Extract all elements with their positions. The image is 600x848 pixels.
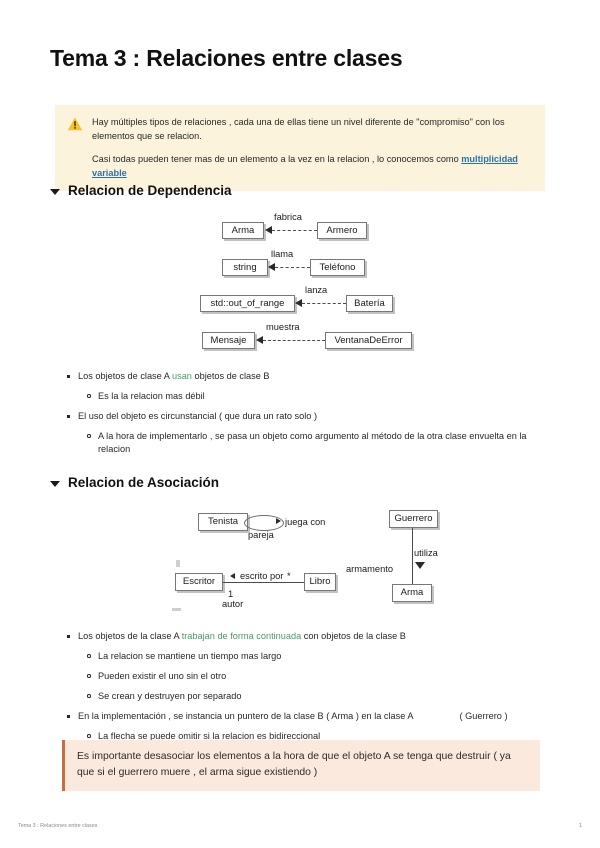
warning-callout-line2: Casi todas pueden tener mas de un elemen… xyxy=(92,152,533,180)
dependency-line-1 xyxy=(272,230,317,231)
association-arrowhead-down xyxy=(415,562,425,569)
association-label-pareja: pareja xyxy=(248,530,274,540)
dependency-line-2 xyxy=(275,267,310,268)
uml-box-armero: Armero xyxy=(317,222,367,239)
uml-box-string: string xyxy=(222,259,268,276)
list-item: Se crean y destruyen por separado xyxy=(62,690,532,703)
list-item: En la implementación , se instancia un p… xyxy=(62,710,532,723)
association-multiplicity-star: * xyxy=(287,571,291,581)
dependency-arrowhead-4 xyxy=(256,336,263,344)
uml-box-guerrero: Guerrero xyxy=(389,510,438,528)
asociacion-bullet-list: Los objetos de la clase A trabajan de fo… xyxy=(62,630,532,750)
dependency-label-muestra: muestra xyxy=(266,322,300,332)
scan-artifact xyxy=(176,560,180,567)
section-title-asociacion: Relacion de Asociación xyxy=(68,475,220,490)
scan-artifact xyxy=(172,608,181,611)
bullet-text: Los objetos de clase A xyxy=(78,371,172,381)
warning-triangle-icon xyxy=(67,117,83,131)
footer-page-number: 1 xyxy=(579,823,582,829)
dependency-line-4 xyxy=(263,340,325,341)
collapse-caret-icon[interactable] xyxy=(50,480,60,487)
association-label-utiliza: utiliza xyxy=(414,548,438,558)
association-line-guerrero-arma xyxy=(412,528,414,584)
bullet-text: Los objetos de la clase A xyxy=(78,631,182,641)
self-association-loop xyxy=(244,515,284,531)
list-item: La flecha se puede omitir si la relacion… xyxy=(62,730,532,743)
association-line-escritor-libro xyxy=(223,582,304,584)
uml-box-mensaje: Mensaje xyxy=(202,332,255,349)
dependency-arrowhead-2 xyxy=(268,263,275,271)
warning-callout: Hay múltiples tipos de relaciones , cada… xyxy=(55,105,545,191)
section-header-asociacion[interactable]: Relacion de Asociación xyxy=(50,475,219,490)
uml-box-telefono: Teléfono xyxy=(310,259,365,276)
association-role-autor: autor xyxy=(222,599,244,609)
association-role-armamento: armamento xyxy=(346,564,394,574)
uml-box-tenista: Tenista xyxy=(198,513,248,531)
list-item: Los objetos de clase A usan objetos de c… xyxy=(62,370,532,383)
uml-box-libro: Libro xyxy=(304,573,336,591)
self-association-arrowhead xyxy=(276,518,281,524)
dependency-label-fabrica: fabrica xyxy=(274,212,302,222)
bullet-highlight: usan xyxy=(171,371,192,381)
page-title: Tema 3 : Relaciones entre clases xyxy=(50,45,403,71)
dependency-label-llama: llama xyxy=(271,249,294,259)
list-item: Es la la relacion mas débil xyxy=(62,390,532,403)
bullet-text: En la implementación , se instancia un p… xyxy=(78,711,414,721)
dependency-arrowhead-1 xyxy=(265,226,272,234)
dependency-arrowhead-3 xyxy=(295,299,302,307)
warning-callout-line2-text: Casi todas pueden tener mas de un elemen… xyxy=(92,154,462,164)
uml-box-arma: Arma xyxy=(222,222,264,239)
footer-title: Tema 3 : Relaciones entre clases xyxy=(18,823,98,829)
uml-box-escritor: Escritor xyxy=(175,573,223,591)
dependency-line-3 xyxy=(302,303,346,304)
bullet-text-post: con objetos de la clase B xyxy=(301,631,406,641)
uml-box-bateria: Batería xyxy=(346,295,393,312)
list-item: El uso del objeto es circunstancial ( qu… xyxy=(62,410,532,423)
note-callout: Es importante desasociar los elementos a… xyxy=(62,740,540,791)
association-label-escrito-por: escrito por xyxy=(240,571,284,581)
dependencia-bullet-list: Los objetos de clase A usan objetos de c… xyxy=(62,370,532,463)
collapse-caret-icon[interactable] xyxy=(50,188,60,195)
multiplicidad-variable-link[interactable]: multiplicidad variable xyxy=(92,154,518,178)
bullet-text-post: objetos de clase B xyxy=(191,371,270,381)
section-title-dependencia: Relacion de Dependencia xyxy=(68,183,232,198)
uml-box-std-out-of-range: std::out_of_range xyxy=(200,295,295,312)
bullet-highlight: trabajan de forma continuada xyxy=(181,631,302,641)
list-item: Pueden existir el uno sin el otro xyxy=(62,670,532,683)
dependency-label-lanza: lanza xyxy=(305,285,328,295)
uml-box-ventanadeerror: VentanaDeError xyxy=(325,332,412,349)
bullet-text-post: ( Guerrero ) xyxy=(459,711,508,721)
list-item: A la hora de implementarlo , se pasa un … xyxy=(62,430,532,456)
association-multiplicity-one: 1 xyxy=(228,589,234,599)
association-direction-arrowhead xyxy=(230,573,235,579)
association-label-juega-con: juega con xyxy=(285,517,326,527)
warning-callout-line1: Hay múltiples tipos de relaciones , cada… xyxy=(92,117,505,141)
uml-box-arma-asociacion: Arma xyxy=(392,584,432,602)
list-item: La relacion se mantiene un tiempo mas la… xyxy=(62,650,532,663)
section-header-dependencia[interactable]: Relacion de Dependencia xyxy=(50,183,232,198)
list-item: Los objetos de la clase A trabajan de fo… xyxy=(62,630,532,643)
